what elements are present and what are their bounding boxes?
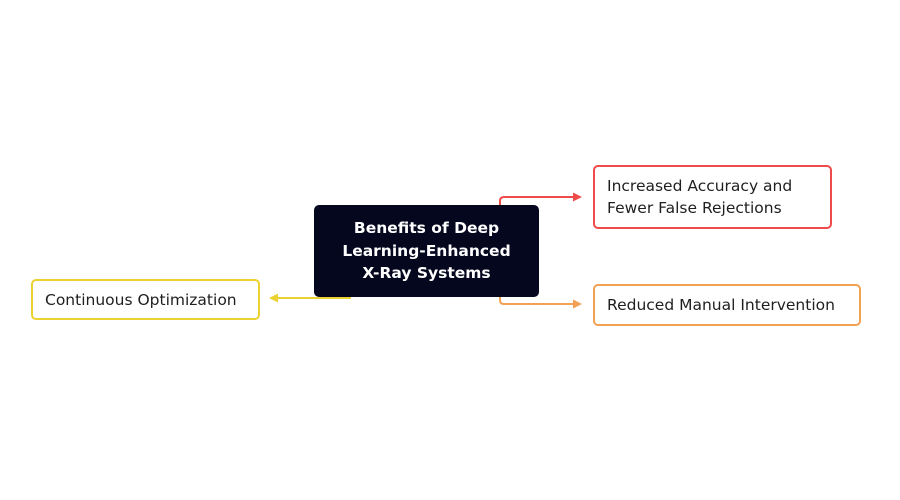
root-node-label: Benefits of Deep Learning-Enhanced X-Ray… bbox=[342, 219, 511, 283]
node-continuous-optimization[interactable]: Continuous Optimization bbox=[31, 279, 260, 320]
arrowhead-optimization bbox=[269, 293, 278, 303]
connector-optimization bbox=[278, 297, 351, 299]
node-continuous-optimization-label: Continuous Optimization bbox=[45, 290, 237, 309]
arrowhead-manual bbox=[573, 299, 582, 309]
root-node[interactable]: Benefits of Deep Learning-Enhanced X-Ray… bbox=[314, 205, 539, 297]
connector-manual bbox=[499, 297, 573, 305]
connector-accuracy bbox=[499, 196, 573, 205]
node-reduced-manual-intervention-label: Reduced Manual Intervention bbox=[607, 296, 835, 314]
node-reduced-manual-intervention[interactable]: Reduced Manual Intervention bbox=[593, 284, 861, 326]
node-increased-accuracy-label: Increased Accuracy and Fewer False Rejec… bbox=[607, 177, 793, 217]
node-increased-accuracy[interactable]: Increased Accuracy and Fewer False Rejec… bbox=[593, 165, 832, 229]
arrowhead-accuracy bbox=[573, 192, 582, 202]
